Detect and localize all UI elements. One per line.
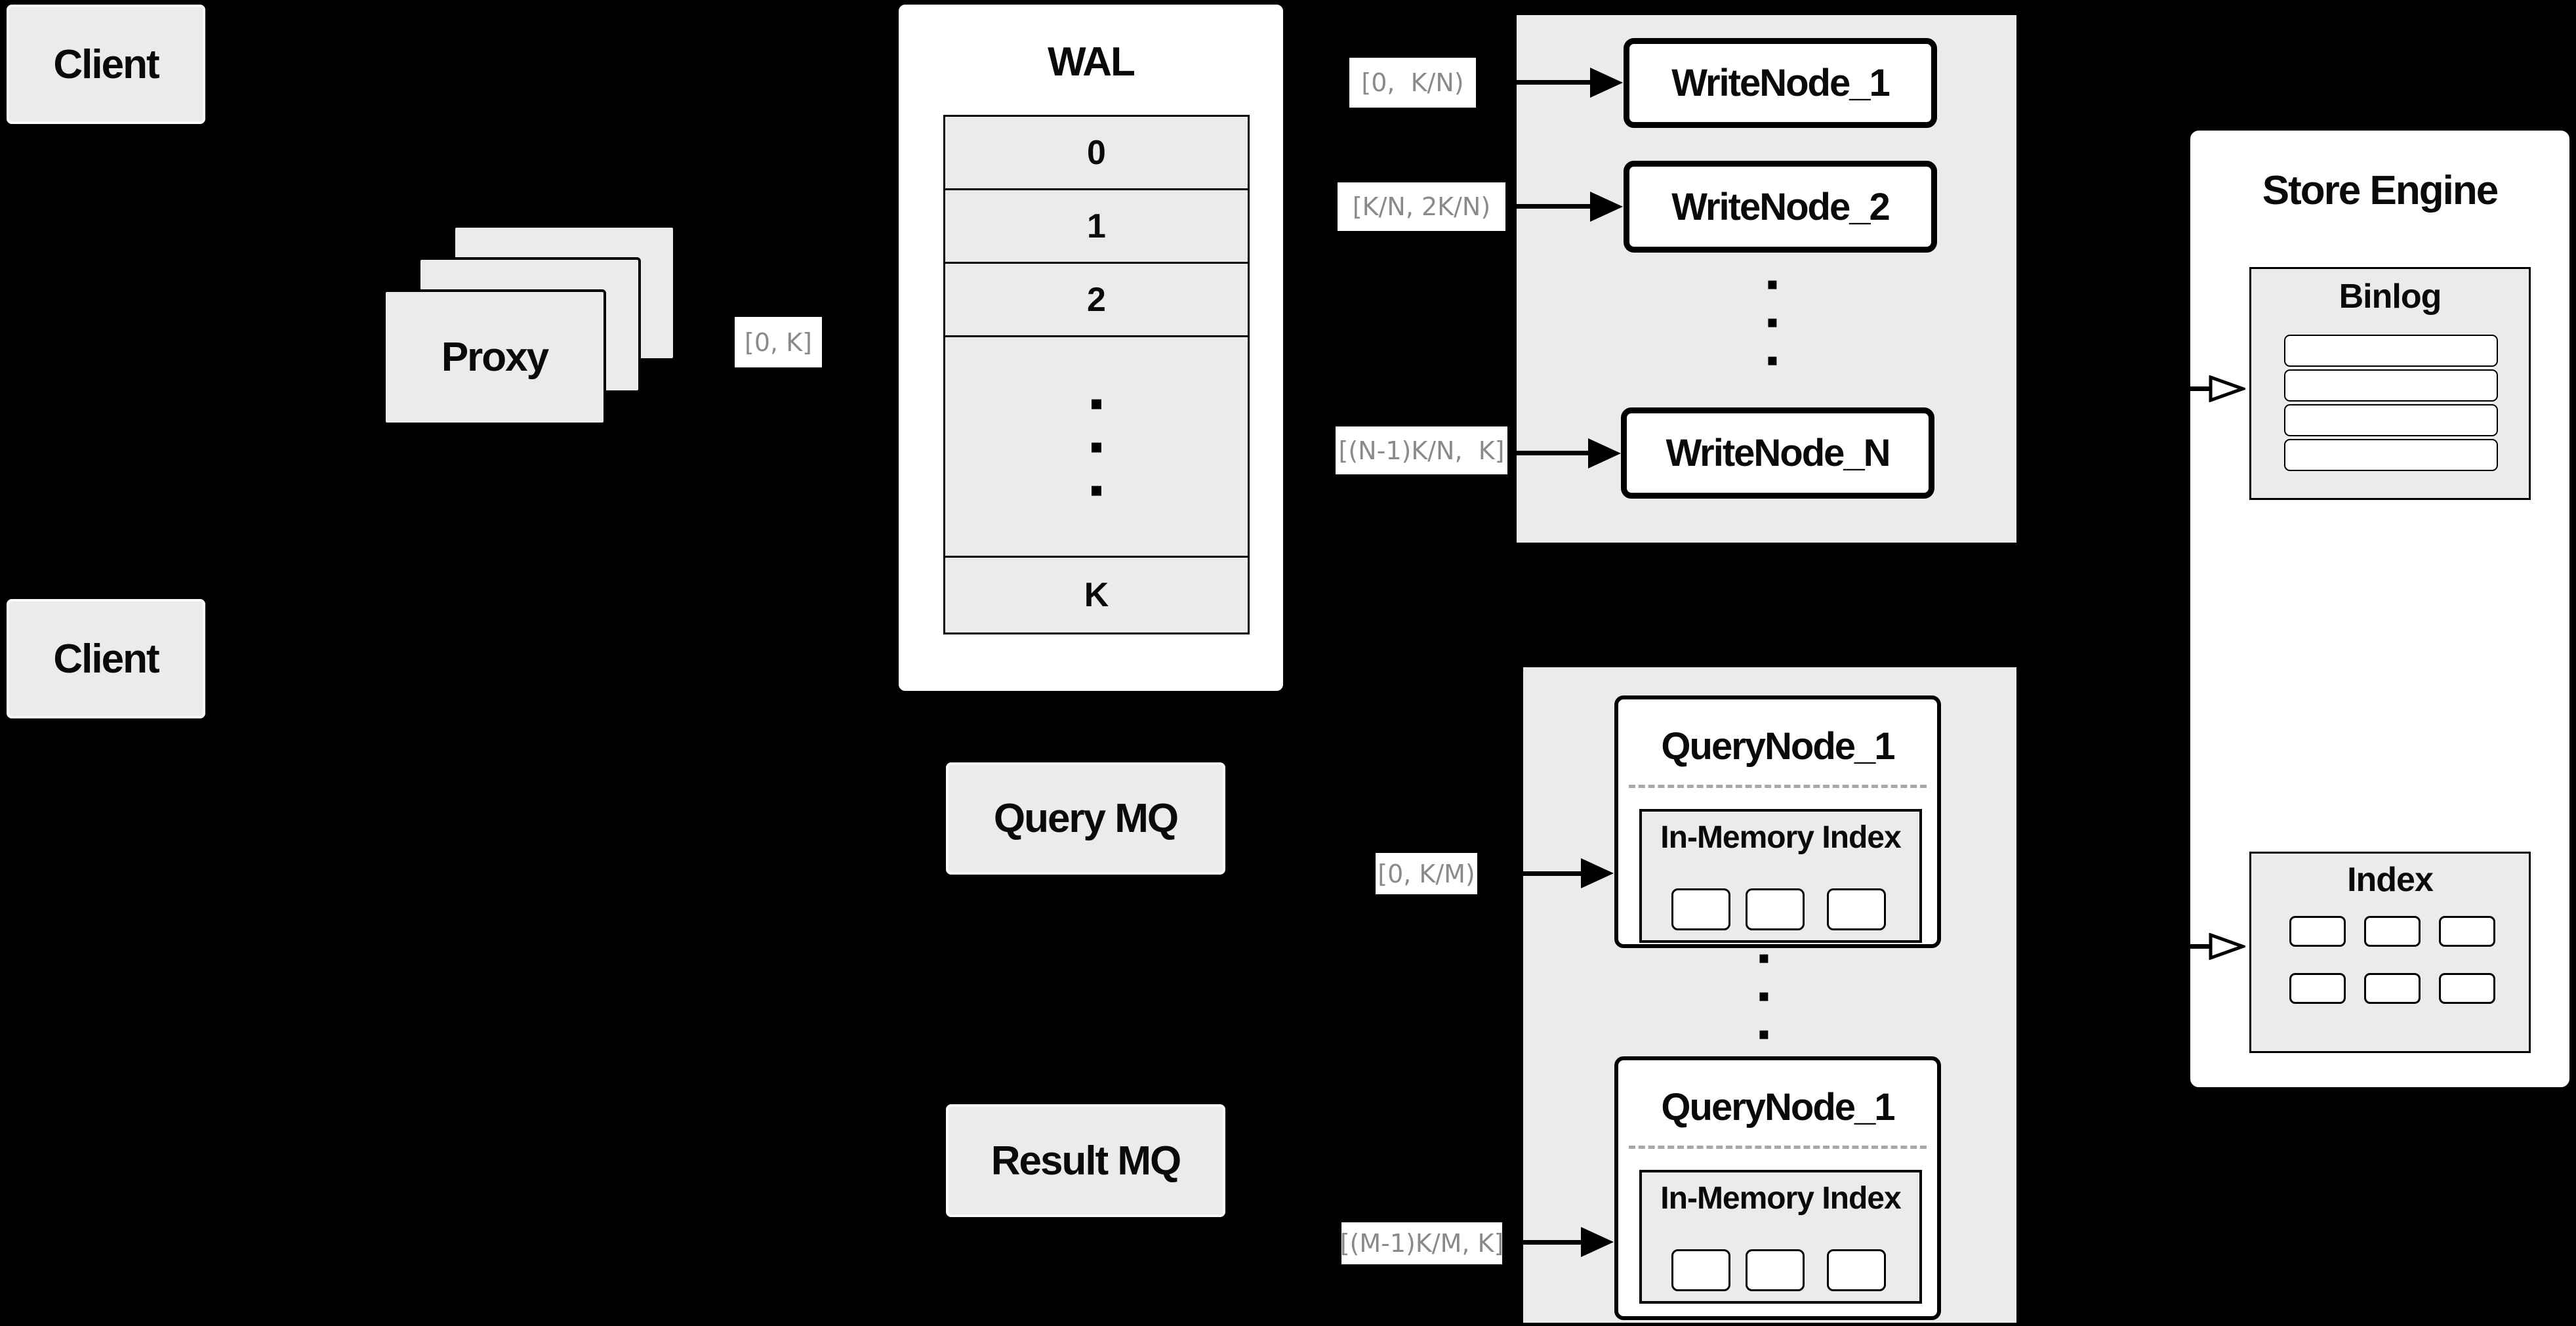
index-title: Index <box>2347 861 2434 899</box>
index-cell <box>2364 916 2421 947</box>
in-memory-index-box: In-Memory Index <box>1639 1170 1922 1304</box>
query-node-2-title: QueryNode_1 <box>1661 1086 1895 1129</box>
range-label-write-2: [K/N, 2K/N) <box>1338 182 1505 231</box>
index-grid <box>2289 916 2495 1004</box>
ellipsis-dot: ▪ <box>1090 391 1103 415</box>
range-label-query-1: [0, K/M) <box>1376 853 1477 894</box>
binlog-row <box>2284 404 2498 436</box>
in-memory-index-box: In-Memory Index <box>1639 809 1922 943</box>
wal-title: WAL <box>1048 39 1135 85</box>
wal-panel: WAL 0 1 2 ▪ ▪ ▪ K <box>897 3 1284 692</box>
dashed-divider <box>1629 785 1927 788</box>
ellipsis-dot: ▪ <box>1758 986 1770 1006</box>
arrow-head <box>1590 68 1623 98</box>
proxy-card-front: Proxy <box>383 289 606 425</box>
index-box: Index <box>2249 852 2531 1053</box>
ellipsis-dot: ▪ <box>1767 350 1778 370</box>
range-label-proxy: [0, K] <box>735 317 822 367</box>
index-cell <box>2289 916 2346 947</box>
query-node-2: QueryNode_1 In-Memory Index <box>1614 1056 1941 1320</box>
wal-row: 2 <box>945 262 1248 335</box>
index-segment <box>1827 1249 1886 1291</box>
wal-row: K <box>945 556 1248 632</box>
binlog-box: Binlog <box>2249 267 2531 500</box>
ellipsis-dot: ▪ <box>1758 1024 1770 1044</box>
index-cell <box>2364 973 2421 1004</box>
result-mq-label: Result MQ <box>991 1138 1182 1184</box>
query-node-1-title: QueryNode_1 <box>1661 725 1895 768</box>
result-mq-box: Result MQ <box>946 1104 1225 1217</box>
binlog-row <box>2284 439 2498 471</box>
arrow-head <box>1590 192 1623 222</box>
range-label-write-n: [(N-1)K/N, K] <box>1336 426 1507 474</box>
index-cell <box>2289 973 2346 1004</box>
write-node-1: WriteNode_1 <box>1624 38 1937 128</box>
index-segment <box>1827 888 1886 930</box>
arrow-line <box>1476 80 1591 85</box>
arrow-line <box>1507 451 1589 455</box>
store-engine-panel: Store Engine Binlog Index <box>2188 129 2571 1089</box>
arrow-head <box>1588 438 1621 468</box>
client-bottom-label: Client <box>53 636 159 682</box>
client-box-top: Client <box>7 5 205 124</box>
arrow-line <box>2188 386 2211 391</box>
index-cell <box>2439 973 2495 1004</box>
hollow-arrow-head <box>2209 375 2245 402</box>
client-top-label: Client <box>53 41 159 87</box>
ellipsis-dot: ▪ <box>1767 274 1778 294</box>
index-segment <box>1671 1249 1730 1291</box>
client-box-bottom: Client <box>7 599 205 718</box>
wal-row: 0 <box>1087 133 1106 172</box>
wal-row: 1 <box>945 188 1248 262</box>
binlog-row <box>2284 369 2498 402</box>
index-segment <box>1671 888 1730 930</box>
dashed-divider <box>1629 1146 1927 1149</box>
query-node-ellipsis: ▪ ▪ ▪ <box>1758 949 1770 1043</box>
arrow-head <box>1581 858 1614 888</box>
write-node-n: WriteNode_N <box>1621 407 1934 499</box>
store-engine-title: Store Engine <box>2262 168 2499 213</box>
ellipsis-dot: ▪ <box>1090 434 1103 458</box>
arrow-line <box>1477 871 1582 876</box>
ellipsis-dot: ▪ <box>1758 948 1770 968</box>
arrow-line <box>2188 944 2211 949</box>
write-node-ellipsis: ▪ ▪ ▪ <box>1767 276 1778 369</box>
binlog-row <box>2284 335 2498 367</box>
arrow-head <box>1581 1227 1614 1257</box>
query-mq-label: Query MQ <box>993 796 1179 841</box>
hollow-arrow-head <box>2209 933 2245 960</box>
wal-ellipsis: ▪ ▪ ▪ <box>945 335 1248 556</box>
in-memory-index-title: In-Memory Index <box>1660 820 1901 855</box>
in-memory-index-title: In-Memory Index <box>1660 1181 1901 1216</box>
index-segment <box>1746 1249 1805 1291</box>
proxy-label: Proxy <box>441 335 549 380</box>
index-segment <box>1746 888 1805 930</box>
write-node-2: WriteNode_2 <box>1624 161 1937 253</box>
query-mq-box: Query MQ <box>946 762 1225 875</box>
query-node-1: QueryNode_1 In-Memory Index <box>1614 695 1941 948</box>
ellipsis-dot: ▪ <box>1767 312 1778 332</box>
ellipsis-dot: ▪ <box>1090 478 1103 501</box>
binlog-rows <box>2284 335 2498 471</box>
range-label-write-1: [0, K/N) <box>1349 58 1476 108</box>
index-cell <box>2439 916 2495 947</box>
wal-table: 0 1 2 ▪ ▪ ▪ K <box>943 115 1250 634</box>
arrow-line <box>1505 204 1591 209</box>
binlog-title: Binlog <box>2339 278 2442 316</box>
range-label-query-m: [(M-1)K/M, K] <box>1340 1222 1503 1264</box>
arrow-line <box>1502 1240 1582 1245</box>
